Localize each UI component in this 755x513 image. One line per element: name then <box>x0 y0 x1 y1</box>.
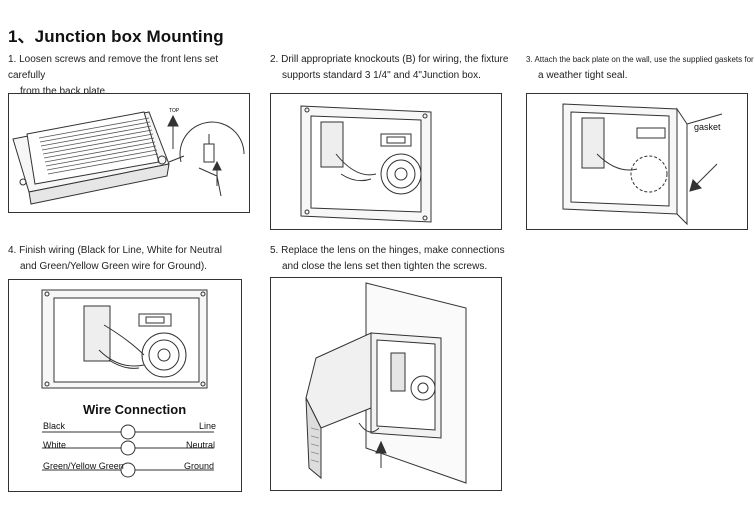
wire-white-label: White <box>43 440 67 450</box>
page-title: 1、Junction box Mounting <box>8 27 224 46</box>
step-5-caption: 5. Replace the lens on the hinges, make … <box>270 243 510 275</box>
wire-black-label: Black <box>43 421 66 431</box>
step-2-caption: 2. Drill appropriate knockouts (B) for w… <box>270 52 510 84</box>
step-3-illustration <box>526 93 748 230</box>
step-1-line1: 1. Loosen screws and remove the front le… <box>8 54 219 81</box>
step-4-illustration <box>8 279 242 492</box>
step-3-line2: a weather tight seal. <box>538 70 628 81</box>
step-4-caption: 4. Finish wiring (Black for Line, White … <box>8 243 258 275</box>
step-2-illustration <box>270 93 502 230</box>
step-1-illustration: TOP <box>8 93 250 213</box>
step-1-line2: from the back plate. <box>20 86 108 97</box>
step-5-line1: 5. Replace the lens on the hinges, make … <box>270 245 505 256</box>
step-2-line1: 2. Drill appropriate knockouts (B) for w… <box>270 54 509 65</box>
step-4-line2: and Green/Yellow Green wire for Ground). <box>20 261 207 272</box>
step-1-caption: 1. Loosen screws and remove the front le… <box>8 52 258 100</box>
wire-ground-label: Ground <box>184 461 215 471</box>
gasket-label: gasket <box>694 122 721 132</box>
step-4-line1: 4. Finish wiring (Black for Line, White … <box>8 245 222 256</box>
step-5-line2: and close the lens set then tighten the … <box>282 261 488 272</box>
wire-line-label: Line <box>199 421 217 431</box>
wire-green-yellow-label: Green/Yellow Green <box>43 461 124 471</box>
step-2-line2: supports standard 3 1/4" and 4"Junction … <box>282 70 481 81</box>
wire-neutral-label: Neutral <box>186 440 216 450</box>
step-3-caption: 3. Attach the back plate on the wall, us… <box>526 52 754 84</box>
top-label: TOP <box>169 108 180 114</box>
wire-connection-heading: Wire Connection <box>83 402 187 417</box>
step-5-illustration <box>270 277 502 491</box>
step-3-line1: 3. Attach the back plate on the wall, us… <box>526 55 754 64</box>
